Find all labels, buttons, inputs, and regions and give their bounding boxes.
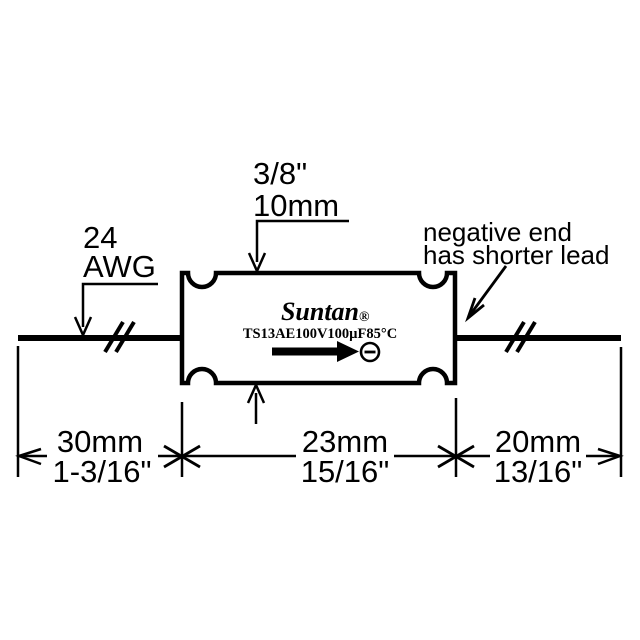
break-mark-right (504, 320, 537, 354)
wire-gauge-label-line1: 24 (83, 220, 117, 255)
diameter-label-inches: 3/8" (253, 156, 307, 191)
wire-gauge-leader-arrow (73, 282, 158, 339)
dim-right-mm: 20mm (495, 424, 581, 459)
diameter-bottom-arrow (246, 381, 266, 424)
arrowhead-down-icon (73, 316, 93, 339)
break-slash (103, 320, 125, 354)
leader-line (81, 282, 158, 327)
leader-line (468, 265, 508, 316)
diameter-label-mm: 10mm (253, 188, 339, 223)
dim-middle-inches: 15/16" (301, 454, 390, 489)
brand-label: Suntan (281, 297, 359, 326)
negative-note-arrow (465, 265, 508, 323)
crossed-arrowheads-body-right (437, 444, 475, 469)
break-slash (114, 320, 136, 354)
cross-stroke (163, 444, 201, 469)
cross-stroke (437, 444, 475, 469)
leader-line (255, 219, 349, 262)
arrowhead-left-icon (15, 447, 42, 466)
negative-note-line2: has shorter lead (423, 240, 609, 270)
polarity-arrow (272, 341, 359, 362)
diameter-leader-arrow (247, 219, 349, 275)
arrowhead-down-icon (247, 252, 267, 275)
capacitor-body (179, 270, 458, 386)
arrowhead-icon (465, 297, 485, 323)
part-number-label: TS13AE100V100µF85°C (243, 326, 397, 342)
break-slash (504, 320, 526, 354)
dim-middle-mm: 23mm (302, 424, 388, 459)
break-slash (515, 320, 537, 354)
negative-note-line1: negative end (423, 217, 572, 247)
minus-circle-icon (359, 341, 381, 363)
wire-gauge-label-line2: AWG (83, 249, 156, 284)
dim-left-inches: 1-3/16" (53, 454, 152, 489)
dim-left-mm: 30mm (57, 424, 143, 459)
break-mark-left (103, 320, 136, 354)
dim-right-inches: 13/16" (494, 454, 583, 489)
registered-trademark-symbol: ® (359, 310, 370, 325)
crossed-arrowheads-body-left (163, 444, 201, 469)
arrowhead-right-icon (597, 447, 624, 466)
arrowhead-up-icon (246, 381, 266, 404)
